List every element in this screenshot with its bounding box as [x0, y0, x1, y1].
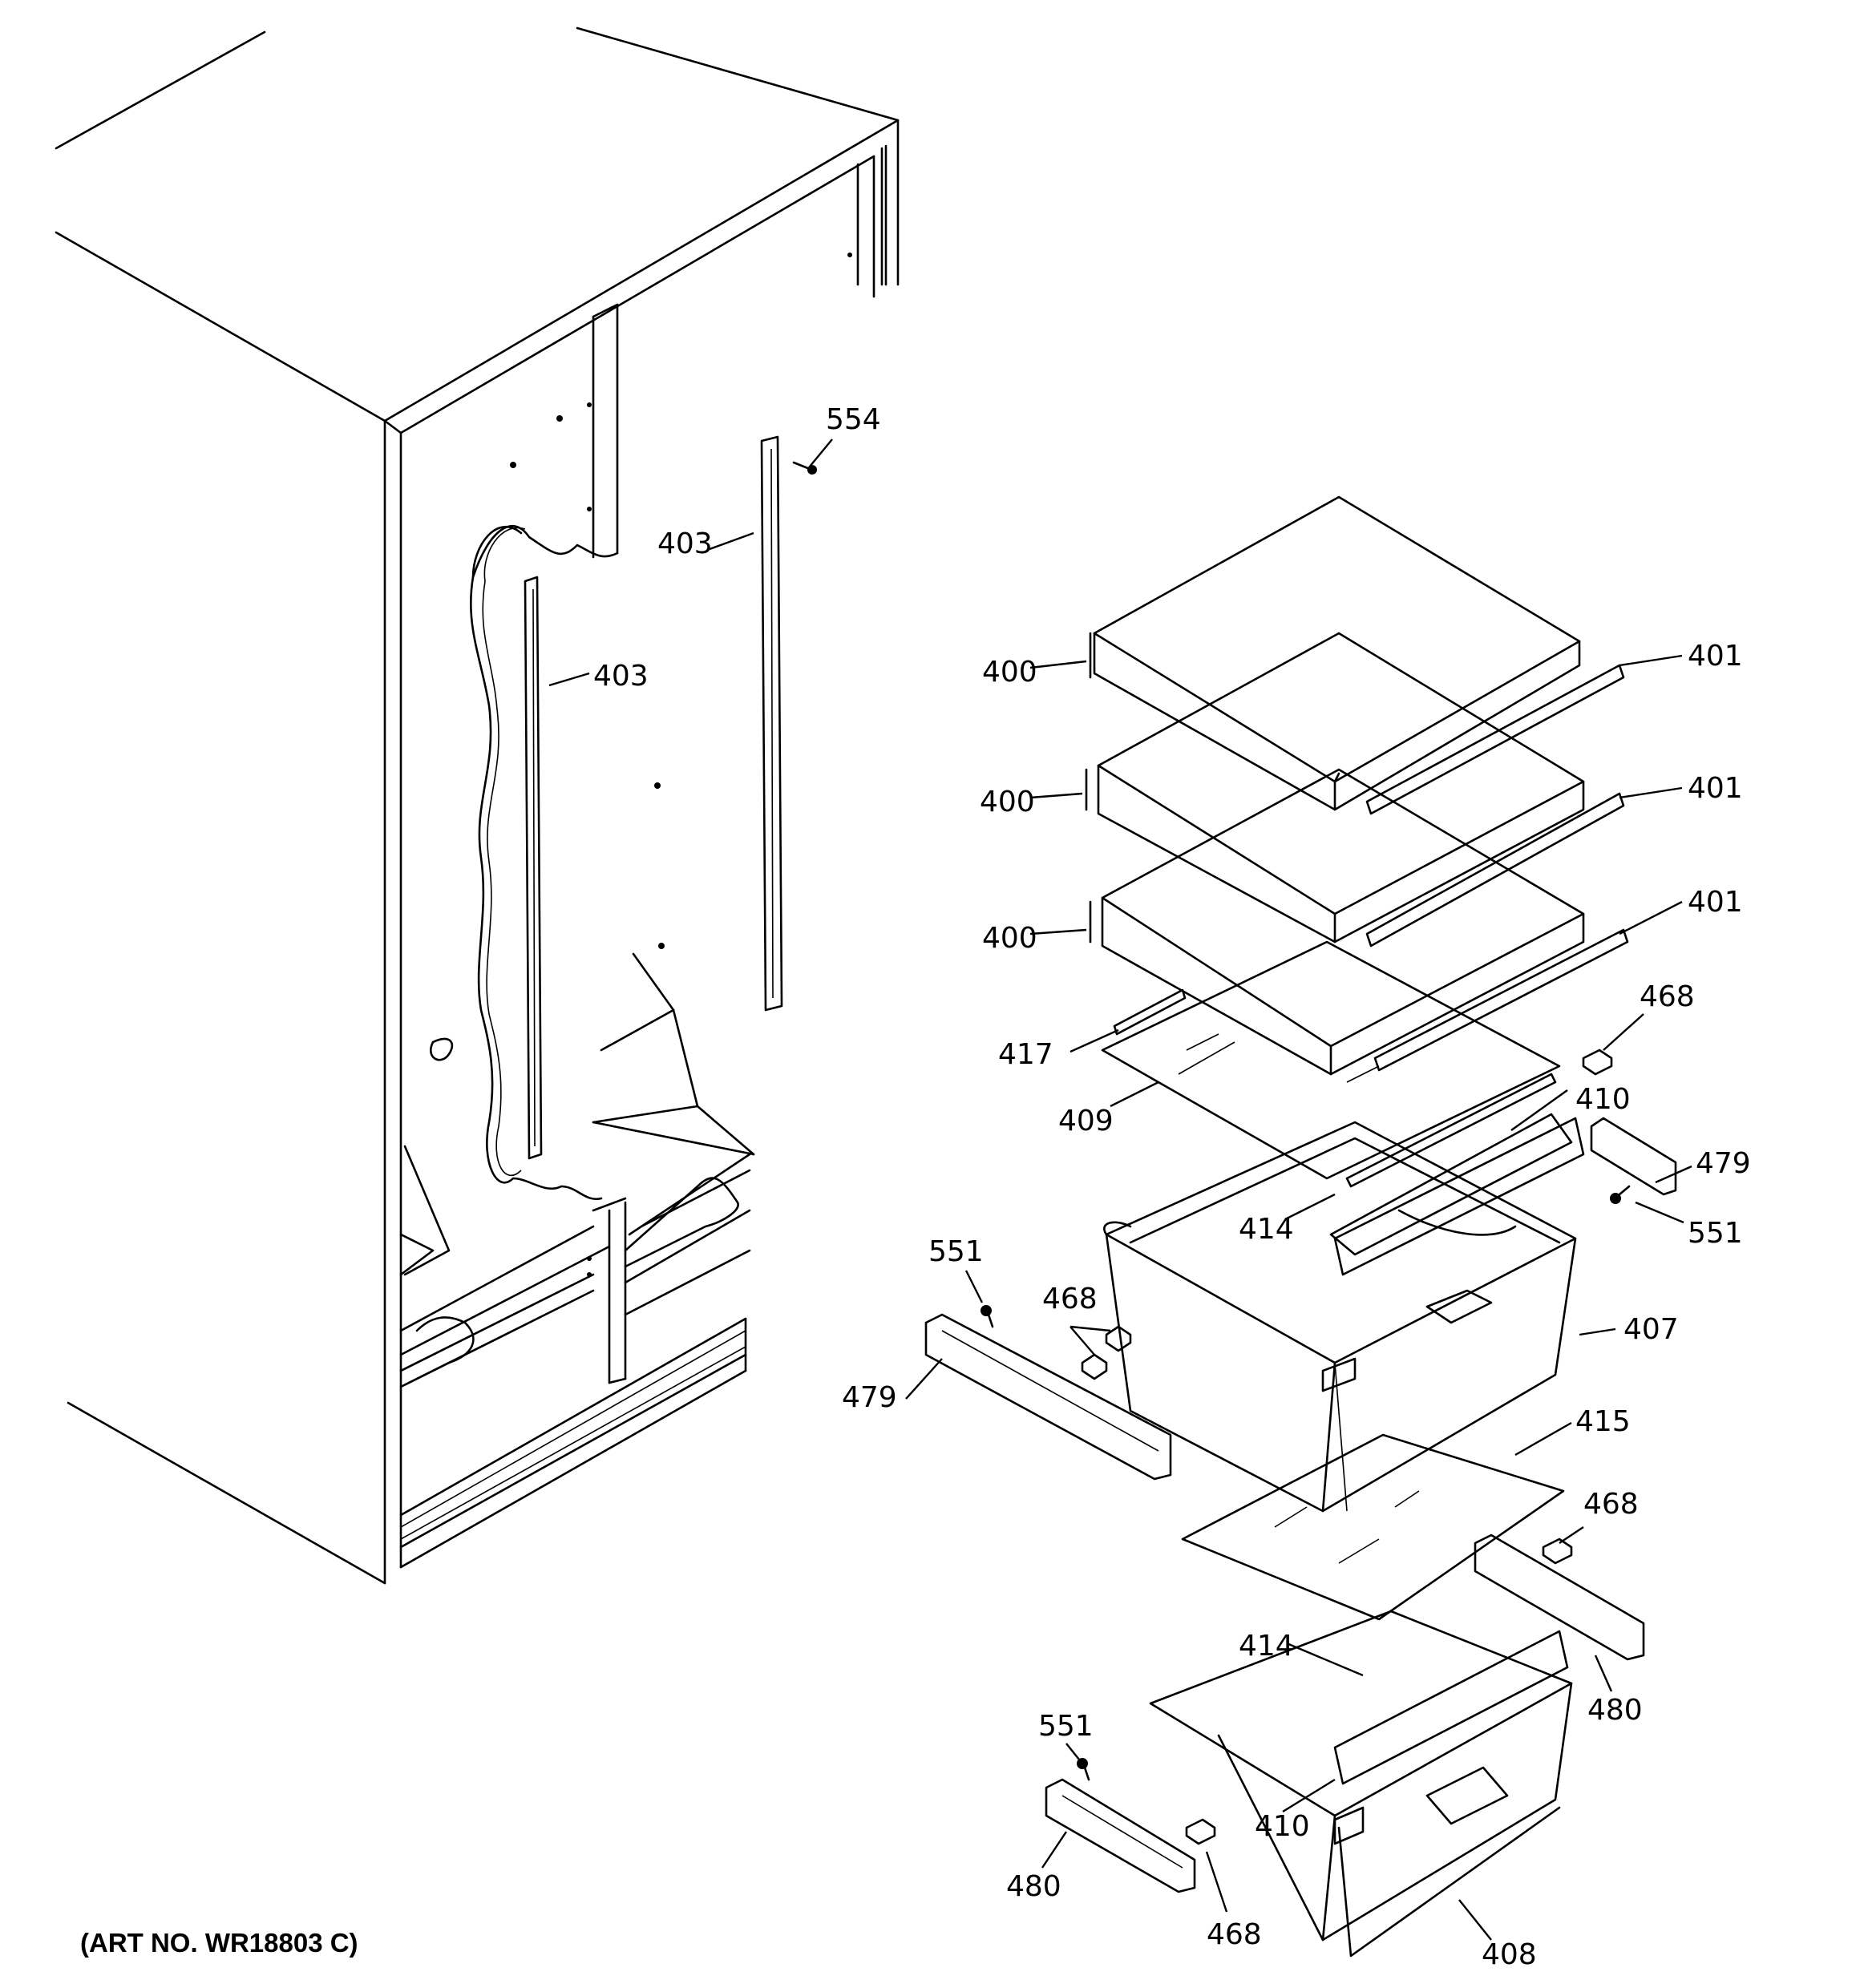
- callout-468: 468: [1207, 1918, 1262, 1951]
- callout-400: 400: [982, 922, 1037, 955]
- callout-468: 468: [1640, 980, 1695, 1013]
- slide-479-left: [924, 1313, 1172, 1481]
- callout-407: 407: [1623, 1313, 1679, 1346]
- callout-410: 410: [1255, 1810, 1310, 1843]
- callout-403: 403: [657, 527, 713, 560]
- refrigerator-cabinet: [55, 26, 900, 1585]
- callout-408: 408: [1482, 1938, 1537, 1971]
- callout-401: 401: [1688, 886, 1743, 919]
- callout-414: 414: [1239, 1213, 1294, 1246]
- rail-screw-554: [792, 461, 817, 475]
- callout-479: 479: [842, 1381, 897, 1414]
- callout-415: 415: [1575, 1405, 1631, 1438]
- screws-551: [981, 1185, 1631, 1781]
- callout-400: 400: [980, 786, 1035, 818]
- glass-shelf-409: [1101, 940, 1561, 1180]
- callout-480: 480: [1587, 1694, 1643, 1727]
- wire-shelf-bottom: [1089, 768, 1585, 1076]
- callout-414: 414: [1239, 1630, 1294, 1663]
- callout-480: 480: [1006, 1870, 1061, 1903]
- callout-551: 551: [1038, 1710, 1094, 1743]
- callout-403: 403: [593, 660, 649, 693]
- cover-410-upper: [1333, 1117, 1585, 1276]
- callout-401: 401: [1688, 640, 1743, 673]
- callout-554: 554: [826, 403, 881, 436]
- slide-479-right: [1590, 1117, 1677, 1196]
- callout-468: 468: [1042, 1283, 1098, 1315]
- callout-409: 409: [1058, 1105, 1114, 1137]
- slide-480-right: [1474, 1533, 1645, 1661]
- shelf-rail-pair: [524, 435, 783, 1160]
- callout-551: 551: [928, 1235, 984, 1268]
- callout-410: 410: [1575, 1083, 1631, 1116]
- glass-cover-415: [1181, 1433, 1565, 1621]
- callout-401: 401: [1688, 772, 1743, 805]
- callout-leaders: [548, 438, 1692, 1941]
- wire-shelves: [1085, 495, 1585, 1076]
- shelf-front-trims: [1365, 664, 1629, 1072]
- crisper-drawer-408: [1149, 1610, 1573, 1958]
- wire-shelf-top: [1089, 495, 1581, 811]
- callout-479: 479: [1696, 1147, 1751, 1180]
- wire-shelf-middle: [1085, 632, 1585, 943]
- callout-551: 551: [1688, 1217, 1743, 1250]
- callout-labels: 554 403 403 400 400 400 401 401 401 468 …: [593, 403, 1751, 1971]
- art-number-caption: (ART NO. WR18803 C): [80, 1928, 358, 1958]
- callout-468: 468: [1583, 1488, 1639, 1521]
- crisper-drawer-407: [1103, 1073, 1577, 1513]
- slide-480-left: [1045, 1778, 1196, 1893]
- callout-417: 417: [998, 1038, 1053, 1071]
- callout-400: 400: [982, 656, 1037, 689]
